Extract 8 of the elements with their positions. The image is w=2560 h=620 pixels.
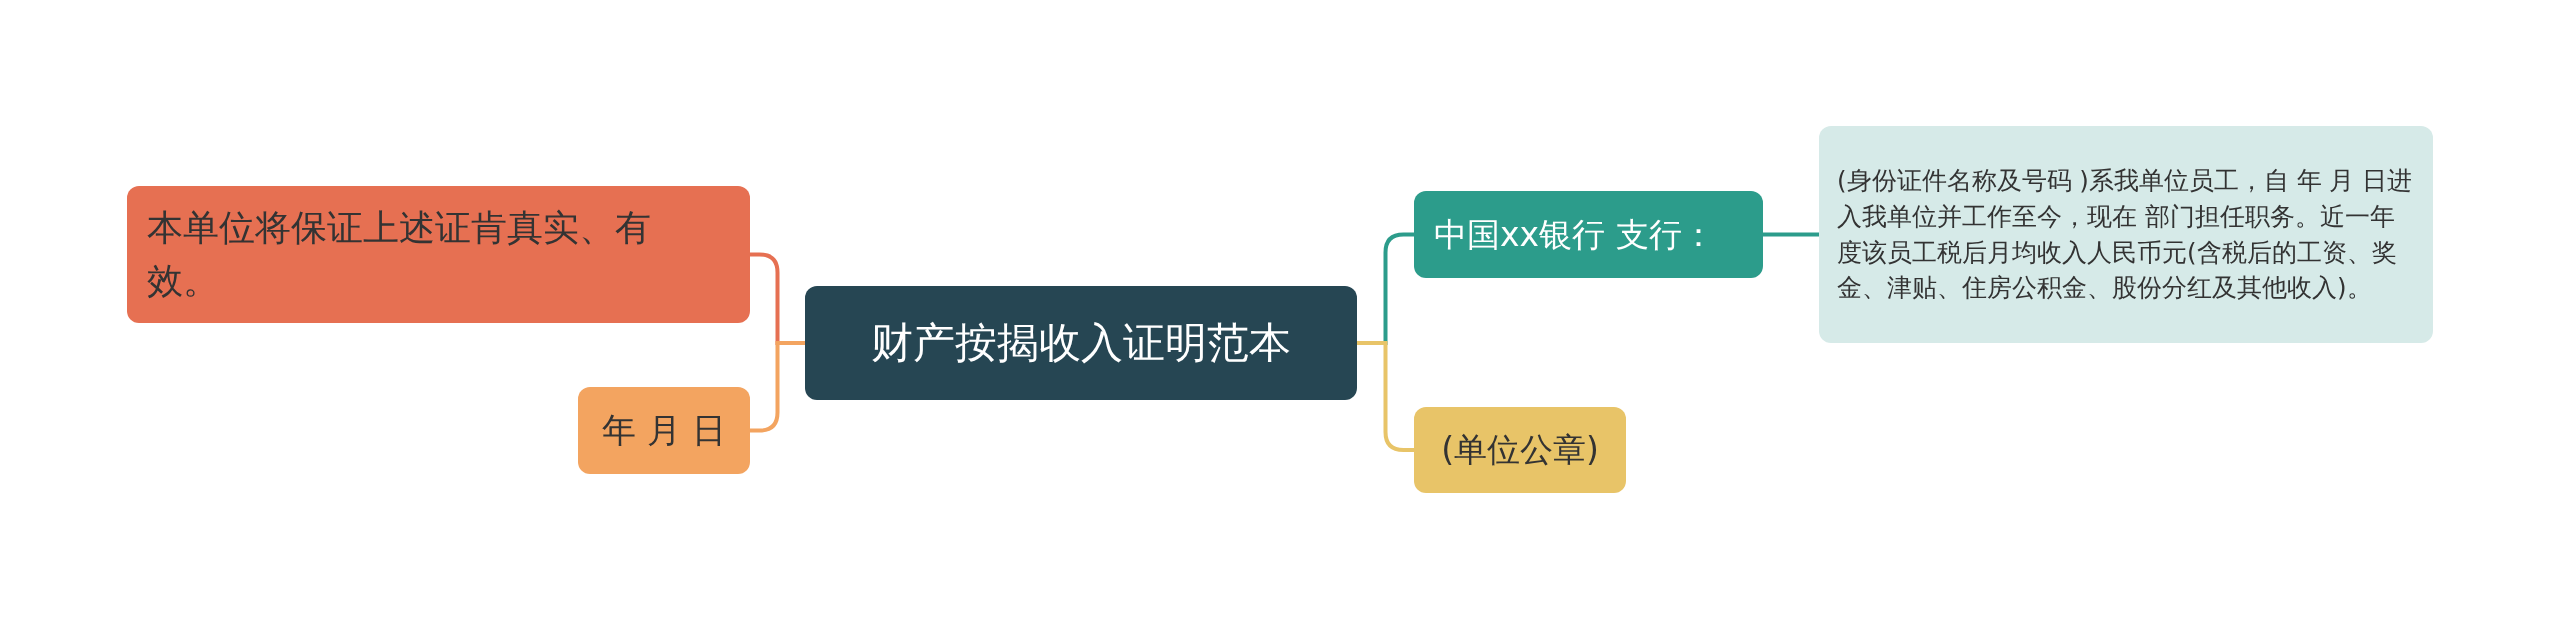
topic-box: 中国xx银行 支行：	[1414, 191, 1763, 278]
topic-box: (单位公章)	[1414, 407, 1626, 493]
connector-line	[1763, 232, 1819, 237]
topic-box: 年 月 日	[578, 387, 750, 474]
topic-box: 本单位将保证上述证肯真实、有效。	[127, 186, 750, 323]
connector-line	[750, 341, 805, 433]
note-box: (身份证件名称及号码 )系我单位员工，自 年 月 日进入我单位并工作至今，现在 部门担任职务。近一年度该员工税后月均收入人民币元(含税后的工资、奖金、津贴、住房公积金、股份分红及其他收入)。	[1819, 126, 2433, 343]
topic-box: 财产按揭收入证明范本	[805, 286, 1357, 400]
